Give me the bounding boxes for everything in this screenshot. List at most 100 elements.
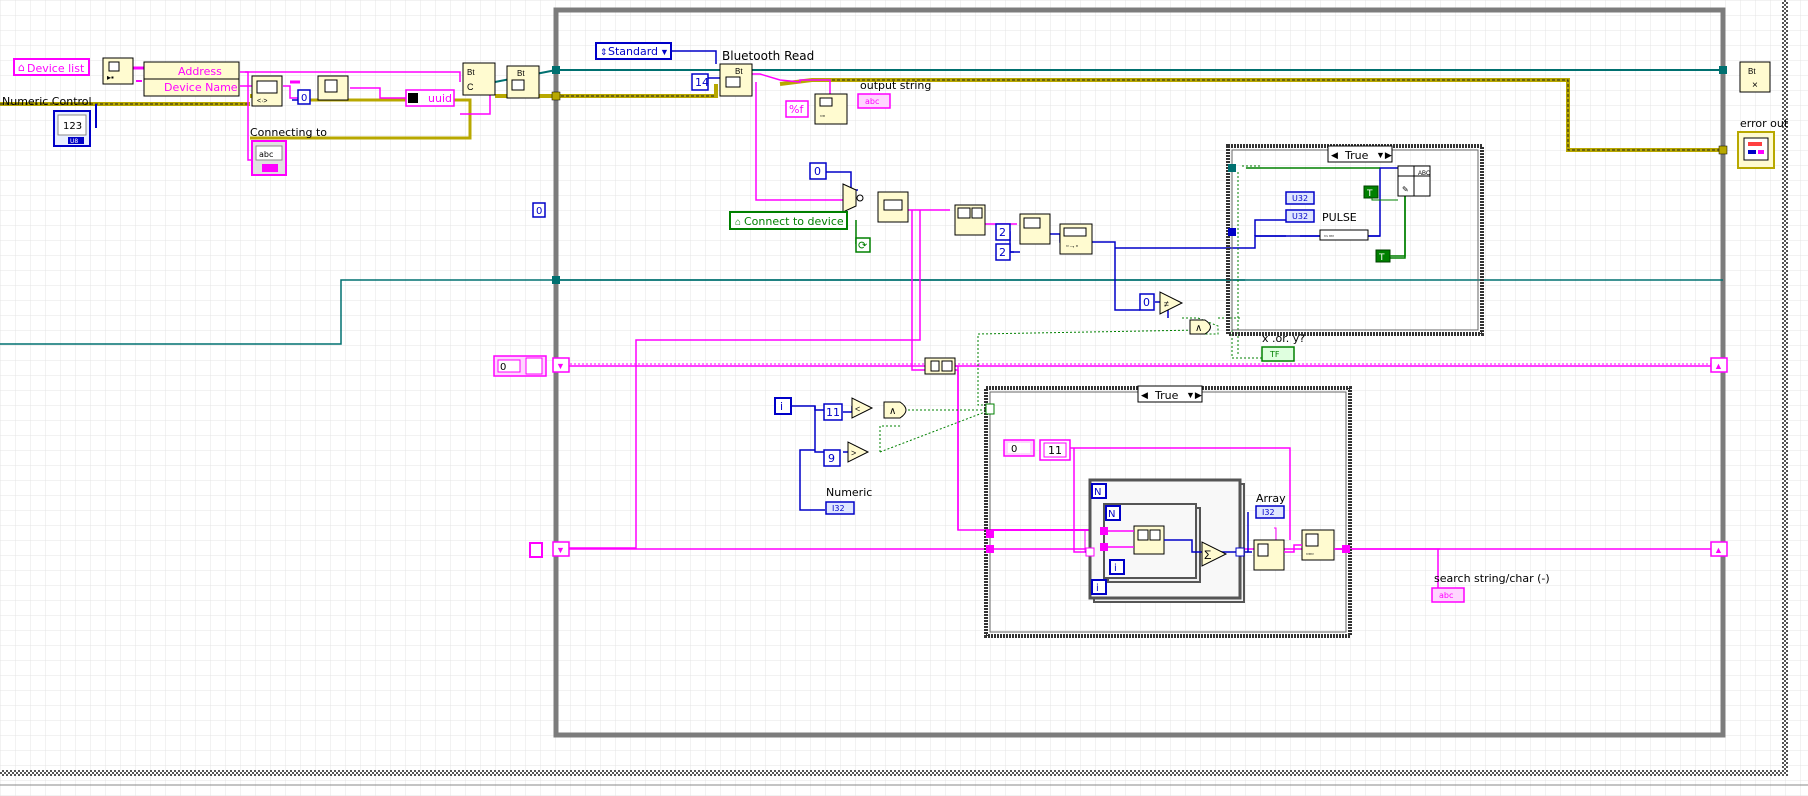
true-constant-b[interactable]: T <box>1375 249 1391 263</box>
match-pattern-subvi[interactable] <box>1133 525 1165 555</box>
svg-text:i: i <box>1096 583 1099 594</box>
refnum-tunnel-mid <box>552 276 560 284</box>
svg-text:Standard: Standard <box>608 45 658 58</box>
split-string-subvi[interactable] <box>954 204 986 236</box>
svg-text:▲: ▲ <box>1714 361 1723 371</box>
svg-text:TF: TF <box>1269 350 1280 359</box>
svg-text:◀: ◀ <box>1141 390 1148 400</box>
svg-text:⇕: ⇕ <box>600 47 608 57</box>
shift-register-right-2[interactable]: ▲ <box>1710 541 1728 557</box>
output-string-label: output string <box>860 79 931 92</box>
svg-text:C: C <box>467 82 474 92</box>
not-equal-compare[interactable]: ≠ <box>1159 291 1184 315</box>
bluetooth-subvi-2[interactable]: Bt <box>506 65 540 99</box>
svg-text:11: 11 <box>826 406 840 419</box>
constant-fourteen[interactable] <box>691 73 709 91</box>
greater-than-compare[interactable]: > <box>847 441 870 463</box>
for-loop-tunnel-out <box>1235 547 1245 557</box>
device-list-control[interactable]: ⌂ Device list <box>13 58 90 76</box>
bluetooth-discover-subvi[interactable]: <·> <box>251 75 283 107</box>
error-out-indicator <box>1737 131 1775 169</box>
refnum-tunnel-in <box>552 66 560 74</box>
bundle-node[interactable]: ▫·▫▫ <box>1319 229 1369 241</box>
constant-nine[interactable] <box>823 449 841 467</box>
error-out-label: error out <box>1740 117 1789 130</box>
u32-constant-b[interactable]: U32 <box>1285 209 1315 223</box>
case-selector-terminal <box>985 403 995 415</box>
refnum-tunnel-out <box>1719 66 1727 74</box>
constant-zero-a[interactable] <box>297 89 311 105</box>
inner-loop-iteration-terminal: i <box>1109 559 1125 575</box>
array-indicator: I32 <box>1255 505 1285 519</box>
constant-two-a[interactable] <box>995 223 1011 241</box>
output-string-indicator: abc <box>857 93 891 109</box>
connect-to-device-control[interactable]: ⌂ Connect to device <box>729 211 848 230</box>
svg-text:▸▪: ▸▪ <box>107 73 114 82</box>
true-constant-a[interactable]: T <box>1363 185 1379 199</box>
case-selector-true-bottom[interactable]: ◀ True ▼▶ <box>1137 385 1203 403</box>
standard-mode-dropdown[interactable]: ⇕ Standard ▼ <box>595 42 672 60</box>
x-or-y-indicator: TF <box>1261 346 1295 362</box>
property-node-subvi[interactable]: ABC ✎ <box>1397 165 1431 197</box>
numeric-control-label: Numeric Control <box>2 95 92 108</box>
case-tunnel-string-1 <box>986 530 994 538</box>
array-subset-subvi[interactable] <box>1019 213 1051 245</box>
index-array-subvi-lower[interactable] <box>924 357 956 375</box>
add-array-elements[interactable]: Σ <box>1201 541 1228 567</box>
outer-frame-bottom <box>0 770 1788 776</box>
uuid-constant[interactable]: uuid <box>405 89 455 107</box>
decimal-to-number-subvi[interactable]: ▫→▫ <box>1059 223 1093 255</box>
bluetooth-read-label: Bluetooth Read <box>722 49 814 63</box>
svg-text:▼: ▼ <box>556 361 565 371</box>
bluetooth-connect-subvi[interactable]: Bt C <box>462 62 496 96</box>
u32-constant-a[interactable]: U32 <box>1285 191 1315 205</box>
empty-string-constant[interactable] <box>529 542 543 558</box>
concatenate-strings-subvi[interactable]: ▫▫▫ <box>1301 529 1335 561</box>
string-subset-subvi[interactable] <box>877 191 909 223</box>
constant-zero-compare[interactable] <box>1139 293 1155 311</box>
svg-text:Bt: Bt <box>517 69 525 78</box>
shift-register-right-1[interactable]: ▲ <box>1710 357 1728 373</box>
shift-register-left-2[interactable]: ▼ <box>552 541 570 557</box>
svg-text:▫·▫▫: ▫·▫▫ <box>1324 233 1334 240</box>
svg-text:∧: ∧ <box>1195 323 1202 334</box>
unbundle-address-device-name[interactable]: Address Device Name <box>143 61 240 97</box>
inner-loop-count-terminal: N <box>1105 505 1121 521</box>
svg-text:<: < <box>855 404 860 414</box>
case-selector-true-top[interactable]: ◀ True ▼▶ <box>1327 145 1393 163</box>
search-string-label: search string/char (-) <box>1434 572 1550 585</box>
constant-two-b[interactable] <box>995 243 1011 261</box>
array-index-subvi[interactable]: ▸▪ <box>102 57 134 85</box>
constant-eleven-a[interactable] <box>823 403 843 421</box>
index-array-subvi-2[interactable] <box>317 75 349 101</box>
scan-from-string-subvi[interactable]: ▫▫ <box>814 93 848 125</box>
shift-register-left-1[interactable]: ▼ <box>552 357 570 373</box>
format-f-constant[interactable] <box>785 100 809 118</box>
and-gate-lower[interactable]: ∧ <box>883 401 907 419</box>
string-constant-zero[interactable]: 0 <box>1003 439 1035 457</box>
svg-text:i: i <box>1114 563 1117 574</box>
constant-zero-loop[interactable] <box>532 202 546 218</box>
build-array-subvi[interactable] <box>1253 539 1285 571</box>
and-gate-top[interactable]: ∧ <box>1189 319 1211 335</box>
string-array-constant[interactable]: 0 <box>493 355 547 377</box>
svg-text:⌂: ⌂ <box>18 61 25 74</box>
svg-text:i: i <box>780 400 783 413</box>
case-tunnel-string-2 <box>986 545 994 553</box>
bluetooth-read-subvi[interactable]: Bt <box>719 63 753 97</box>
inner-loop-tunnel-a <box>1100 527 1108 535</box>
svg-text:U8: U8 <box>70 138 78 145</box>
device-name-field: Device Name <box>164 81 238 94</box>
less-than-compare[interactable]: < <box>851 397 874 419</box>
close-connection-subvi[interactable]: Bt × <box>1739 61 1771 93</box>
pulse-label: PULSE <box>1322 211 1357 224</box>
svg-text:abc: abc <box>1439 591 1453 600</box>
constant-zero-select[interactable] <box>809 162 827 180</box>
svg-text:0: 0 <box>500 362 506 373</box>
svg-text:Bt: Bt <box>467 68 475 77</box>
numeric-control-terminal[interactable]: 123 U8 <box>53 110 91 147</box>
constant-eleven-b-box[interactable]: 11 <box>1039 439 1071 461</box>
loop-condition-terminal[interactable]: ⟳ <box>855 237 871 253</box>
select-node[interactable] <box>842 183 864 213</box>
